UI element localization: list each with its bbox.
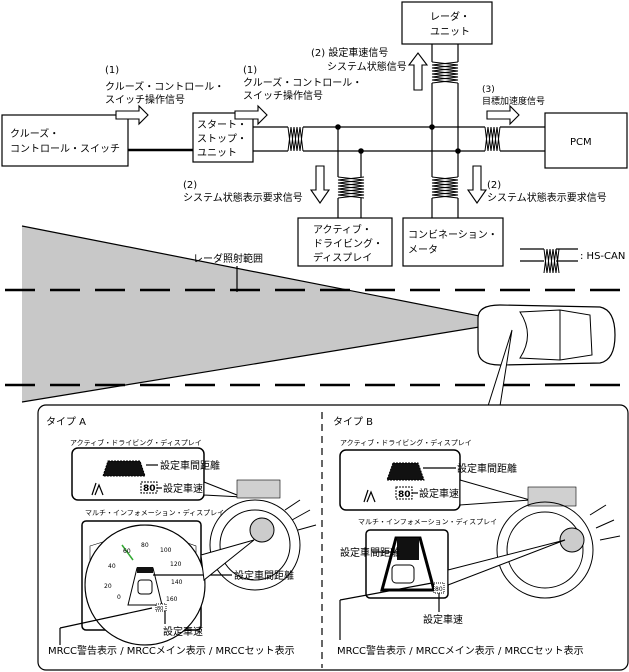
type-b-gap-bars-icon — [386, 462, 425, 481]
type-b-add-speed-value: 80 — [398, 490, 411, 500]
signals-s3-0-text: (3) — [482, 85, 495, 95]
signals-s2-radar-0-text: (2) 設定車速信号 — [311, 46, 388, 59]
type-a-dial-ticks-8-text: 160 — [166, 596, 178, 603]
signals-s1a-0-text: (1) — [105, 65, 119, 76]
type-b-speed-text: 設定車速 — [419, 487, 459, 500]
units-meter-0-text: コンビネーション・ — [408, 229, 498, 241]
type-a-dial-ticks-1-text: 20 — [104, 583, 112, 590]
type-a-dial-ticks-2-text: 40 — [108, 563, 116, 570]
type-a-windshield-display-area — [236, 479, 281, 499]
type-a-dial-ticks-7-text: 140 — [171, 579, 183, 586]
type-a-vehicle-ahead-icon — [91, 482, 104, 496]
type-b-mid-screen — [365, 529, 449, 599]
type-b-add-label-text: アクティブ・ドライビング・ディスプレイ — [340, 438, 472, 447]
type-a-dial-ticks-0-text: 0 — [117, 594, 121, 601]
units-cruise-switch-0-text: クルーズ・ — [10, 127, 59, 140]
type-a-speed-text: 設定車速 — [163, 482, 203, 495]
type-a-mid-label-text: マルチ・インフォメーション・ディスプレイ — [85, 508, 224, 517]
units-radar-1-text: ユニット — [430, 27, 470, 38]
type-a-dial-ticks-5-text: 100 — [160, 547, 172, 554]
type-a-speed-text: 設定車速 — [163, 625, 203, 638]
type-b-title-text: タイプ B — [333, 416, 373, 428]
type-a-steering-wheel-icon — [209, 499, 317, 591]
combination-meter: コンビネーション・ メータ — [402, 217, 504, 267]
legend-hs-can-text: : HS-CAN — [580, 251, 625, 262]
signals-s1a-2-text: スイッチ操作信号 — [105, 93, 185, 106]
type-b-gap-text: 設定車間距離 — [457, 462, 517, 475]
type-a-gap-text: 設定車間距離 — [160, 459, 220, 472]
units-meter-1-text: メータ — [408, 244, 438, 256]
type-a-add-label-text: アクティブ・ドライビング・ディスプレイ — [70, 438, 202, 447]
signal-1a-label: (1) クルーズ・コントロール・ スイッチ操作信号 — [105, 65, 224, 106]
signal-2-meter-label: (2) システム状態表示要求信号 — [487, 180, 607, 204]
signals-s1b-0-text: (1) — [243, 65, 257, 76]
signals-s3-1-text: 目標加速度信号 — [482, 95, 545, 107]
signals-s1a-1-text: クルーズ・コントロール・ — [105, 80, 224, 93]
signals-s1b-1-text: クルーズ・コントロール・ — [243, 76, 362, 89]
signals-s2-add-0-text: (2) — [183, 180, 197, 191]
signals-s2-radar-1-text: システム状態信号 — [327, 60, 407, 73]
units-start-stop-1-text: ストップ・ — [197, 133, 247, 145]
type-a-dial-ticks-4-text: 80 — [141, 542, 149, 549]
type-b-mid-speed-value: 80 — [435, 586, 443, 593]
units-add-0-text: アクティブ・ — [313, 223, 372, 236]
signal-3-label: (3) 目標加速度信号 — [482, 85, 545, 107]
units-add-2-text: ディスプレイ — [313, 251, 372, 264]
units-start-stop-0-text: スタート・ — [197, 119, 247, 131]
type-a-add-speed-value: 80 — [143, 484, 156, 494]
type-a-dial-ticks-6-text: 120 — [170, 561, 182, 568]
type-a-gap-bars-icon — [102, 460, 146, 477]
type-a-mrcc-text: MRCC警告表示 / MRCCメイン表示 / MRCCセット表示 — [48, 644, 295, 657]
signal-1b-label: (1) クルーズ・コントロール・ スイッチ操作信号 — [243, 65, 362, 102]
type-a-speed-needle — [121, 544, 134, 561]
hs-can-bus — [253, 44, 545, 218]
type-a-dial-ticks-3-text: 60 — [123, 548, 131, 555]
signals-s1b-2-text: スイッチ操作信号 — [243, 89, 323, 102]
units-cruise-switch-1-text: コントロール・スイッチ — [10, 143, 120, 155]
type-a-gap-text: 設定車間距離 — [234, 569, 294, 582]
type-b-mid-label-text: マルチ・インフォメーション・ディスプレイ — [358, 517, 497, 526]
units-pcm-text: PCM — [570, 137, 592, 148]
type-b-mrcc-text: MRCC警告表示 / MRCCメイン表示 / MRCCセット表示 — [337, 644, 584, 657]
signal-arrows — [115, 52, 520, 204]
lane-markings — [5, 288, 629, 387]
cruise-control-switch: クルーズ・ コントロール・スイッチ — [1, 114, 129, 167]
signal-2-add-label: (2) システム状態表示要求信号 — [183, 180, 303, 204]
units-radar-0-text: レーダ・ — [430, 10, 470, 23]
type-b-windshield-display-area — [527, 486, 577, 507]
type-b-speed-text: 設定車速 — [423, 613, 463, 626]
pcm: PCM — [544, 112, 628, 169]
type-a-section: タイプ A アクティブ・ドライビング・ディスプレイ 設定車間距離 80 設定車速… — [46, 416, 317, 657]
units-add-1-text: ドライビング・ — [313, 237, 383, 250]
vehicle-icon — [477, 304, 616, 366]
type-b-section: タイプ B アクティブ・ドライビング・ディスプレイ 設定車間距離 80 設定車速… — [333, 416, 621, 657]
signals-s2-meter-0-text: (2) — [487, 180, 501, 191]
signal-2-radar-label: (2) 設定車速信号 システム状態信号 — [311, 46, 407, 73]
units-start-stop-2-text: ユニット — [197, 148, 237, 159]
type-b-gap-text: 設定車間距離 — [340, 546, 400, 559]
active-driving-display-unit: アクティブ・ ドライビング・ ディスプレイ — [297, 217, 393, 267]
type-a-mid-speed-value: 80 — [157, 606, 163, 612]
type-a-title-text: タイプ A — [46, 416, 86, 428]
type-b-vehicle-ahead-icon — [363, 489, 376, 503]
radar-range-label: レーダ照射範囲 — [193, 252, 263, 265]
signals-s2-add-1-text: システム状態表示要求信号 — [183, 191, 303, 204]
radar-range-area — [21, 225, 511, 403]
type-b-steering-wheel-icon — [496, 501, 621, 599]
hs-can-legend: : HS-CAN — [520, 248, 625, 274]
radar-unit: レーダ・ ユニット — [401, 1, 493, 45]
start-stop-unit: スタート・ ストップ・ ユニット — [192, 112, 254, 163]
signals-s2-meter-1-text: システム状態表示要求信号 — [487, 191, 607, 204]
